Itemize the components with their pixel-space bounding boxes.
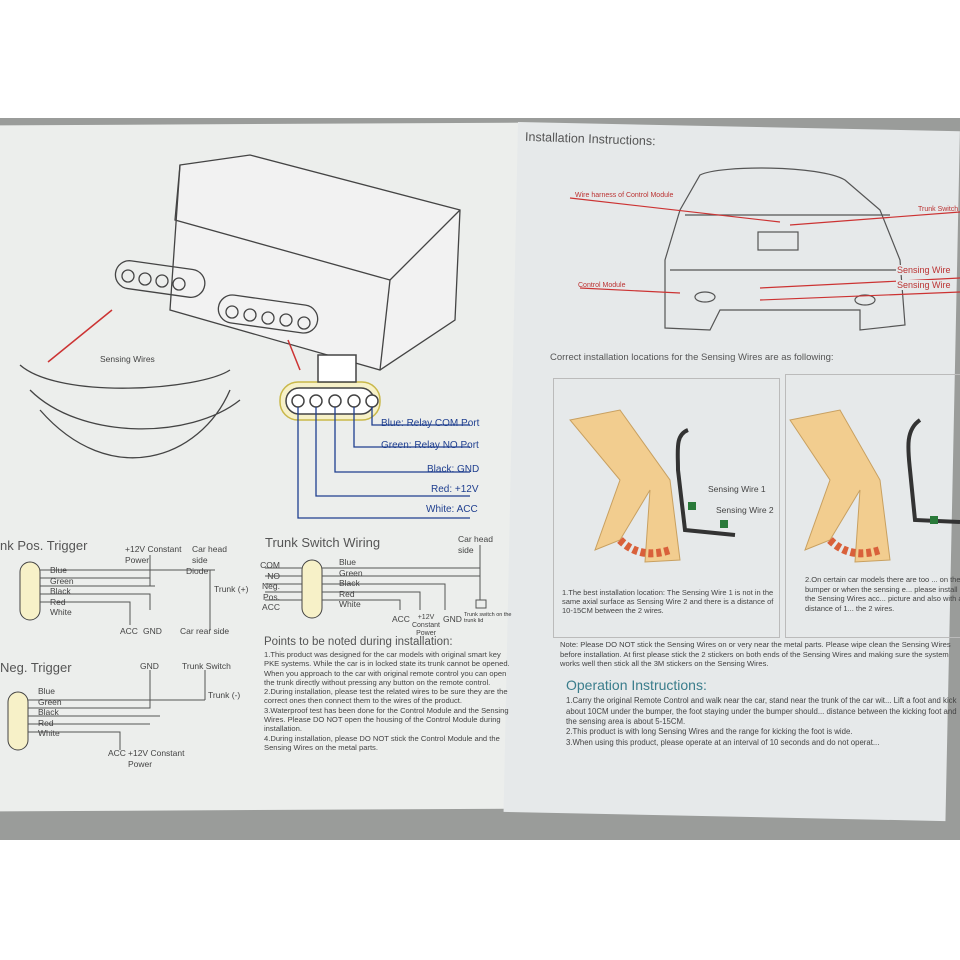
pin-blue: Blue: Relay COM Port — [381, 418, 480, 429]
car-label-control-module: Control Module — [578, 282, 626, 289]
pin-black: Black: GND — [427, 464, 480, 475]
points-title: Points to be noted during installation: — [264, 636, 453, 648]
operation-item: 1.Carry the original Remote Control and … — [566, 696, 957, 726]
sensing-wires-label: Sensing Wires — [100, 354, 155, 364]
wire-label: White — [339, 599, 361, 609]
neg-wire-list: Blue Green Black Red White — [38, 686, 62, 739]
port-label: COM — [260, 560, 280, 570]
operation-item: 3.When using this product, please operat… — [566, 737, 880, 747]
port-label: ACC — [262, 602, 280, 612]
points-section: Points to be noted during installation: … — [264, 636, 512, 752]
location-box-1 — [553, 378, 780, 638]
wire-label: White — [50, 607, 72, 617]
wire-label: Red — [339, 588, 355, 599]
pos-car-head: Car head side — [192, 544, 227, 565]
car-label-trunk-switch: Trunk Switch — [918, 206, 959, 213]
ts-gnd: GND — [443, 614, 462, 624]
wire-label: Black — [50, 586, 71, 596]
wire-label: Blue — [50, 565, 68, 575]
wire-label: Green — [339, 567, 363, 578]
neg-trunk: Trunk (-) — [208, 690, 241, 700]
point-item: 2.During installation, please test the r… — [264, 687, 508, 706]
operation-list: 1.Carry the original Remote Control and … — [566, 696, 960, 748]
locations-title: Correct installation locations for the S… — [550, 352, 834, 363]
point-item: 4.During installation, please DO NOT sti… — [264, 733, 500, 752]
wire-label: Green — [38, 696, 62, 707]
neg-gnd: GND — [140, 661, 159, 671]
neg-trigger-title: Neg. Trigger — [0, 660, 72, 675]
wire-label: Green — [50, 575, 74, 586]
pos-acc: ACC — [120, 626, 138, 636]
wire-label: Blue — [339, 557, 357, 567]
point-item: 1.This product was designed for the car … — [264, 650, 510, 687]
pin-green: Green: Relay NO Port — [381, 440, 479, 451]
ts-switch: Trunk switch on the trunk lid — [464, 612, 512, 624]
operation-item: 2.This product is with long Sensing Wire… — [566, 727, 853, 736]
note-text: Note: Please DO NOT stick the Sensing Wi… — [560, 640, 951, 668]
ts-wire-list: Blue Green Black Red White — [339, 557, 363, 610]
neg-acc: ACC — [108, 748, 126, 758]
control-module-drawing — [19, 154, 470, 519]
pin-white: White: ACC — [426, 504, 478, 515]
leg-kick-illustration — [569, 409, 960, 563]
location-box-2 — [785, 374, 960, 638]
port-label: NO — [267, 570, 280, 581]
wire-label: Red — [50, 596, 66, 607]
point-item: 3.Waterproof test has been done for the … — [264, 705, 509, 734]
neg-power: +12V Constant Power — [128, 748, 185, 769]
wire-label: Black — [339, 578, 360, 588]
wire-label: White — [38, 728, 60, 738]
wire-label: Blue — [38, 686, 56, 696]
ts-car-head: Car head side — [458, 534, 493, 555]
pos-wire-list: Blue Green Black Red White — [50, 565, 74, 618]
pin-red: Red: +12V — [431, 484, 479, 495]
location-1-text: 1.The best installation location: The Se… — [562, 588, 774, 615]
neg-trunk-switch: Trunk Switch — [182, 661, 231, 671]
pos-car-rear: Car rear side — [180, 626, 230, 636]
port-label: Neg. — [262, 581, 280, 591]
ts-port-list: COM NO Neg. Pos. ACC — [258, 560, 280, 613]
pos-diode: Diode — [186, 566, 209, 576]
operation-title: Operation Instructions: — [566, 677, 707, 693]
car-label-sensing-wire-2: Sensing Wire — [896, 280, 952, 290]
car-label-harness: Wire harness of Control Module — [575, 192, 674, 199]
connector-left — [114, 260, 206, 298]
sensing-wire-1-label: Sensing Wire 1 — [708, 484, 766, 494]
pos-trigger-title: nk Pos. Trigger — [0, 538, 88, 553]
pos-trunk: Trunk (+) — [214, 584, 249, 594]
wiring-diagram-lines — [7, 545, 487, 751]
ts-power: +12V Constant Power — [411, 614, 441, 637]
wire-label: Black — [38, 707, 59, 717]
car-rear-drawing — [569, 167, 960, 331]
car-label-sensing-wire-1: Sensing Wire — [896, 265, 952, 275]
ts-acc: ACC — [392, 614, 410, 624]
wire-label: Red — [38, 717, 54, 728]
connector-pinout — [279, 354, 381, 421]
pos-gnd: GND — [143, 626, 162, 636]
connector-right — [217, 294, 319, 334]
trunk-switch-title: Trunk Switch Wiring — [265, 535, 381, 550]
sensing-wire-2-label: Sensing Wire 2 — [716, 505, 774, 515]
location-2-text: 2.On certain car models there are too ..… — [805, 575, 960, 613]
port-label: Pos. — [262, 591, 280, 602]
pos-power: +12V Constant Power — [125, 544, 182, 565]
